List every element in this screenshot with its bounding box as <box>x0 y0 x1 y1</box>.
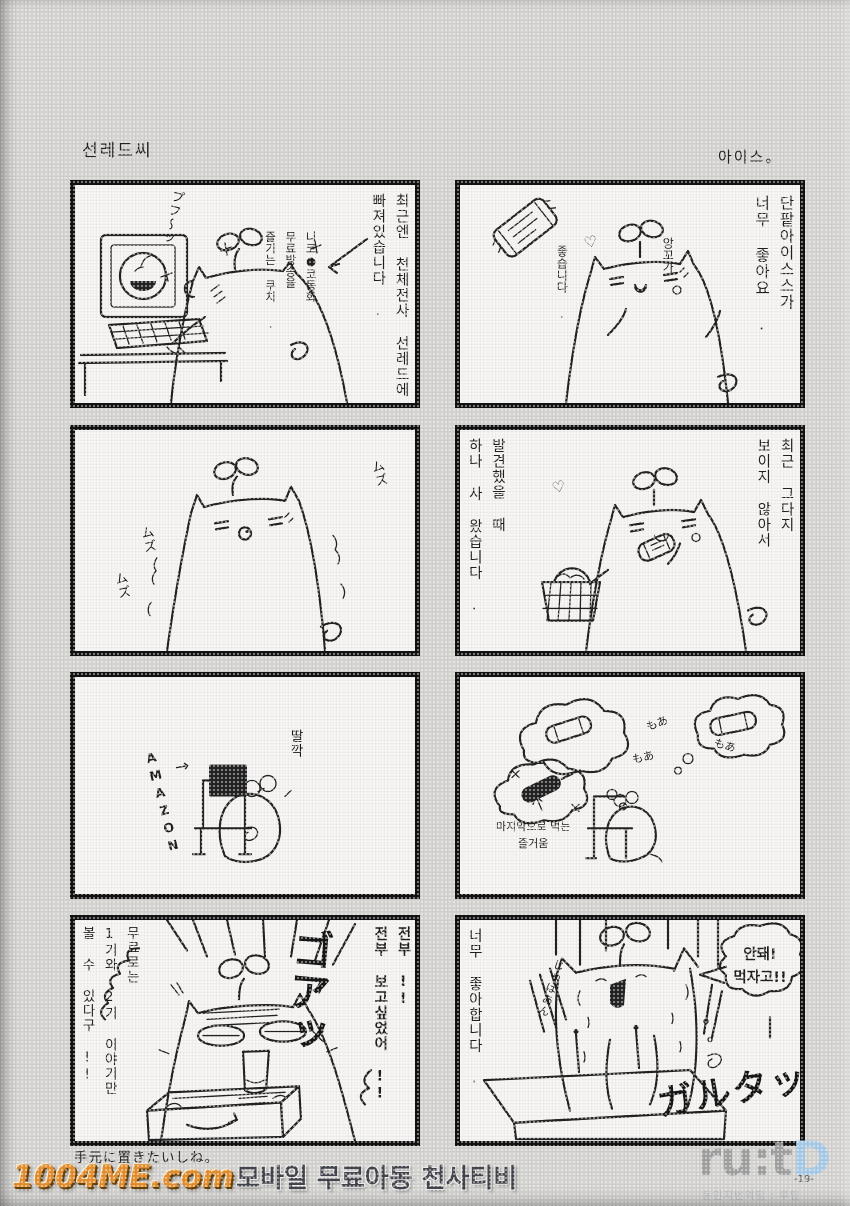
panel-3: ムズ ムズ ムズ <box>70 425 420 656</box>
panel-2-note-left: 좋습니다 . <box>554 245 569 321</box>
dragged-cat-drawing <box>552 921 722 1112</box>
computer-desk-drawing <box>77 233 229 397</box>
logo-text-gray: ru:t <box>698 1132 793 1187</box>
cat-at-desk-drawing <box>532 790 663 863</box>
speech-column: 1기와 2기 이야기만 <box>101 926 118 1096</box>
logo-suffix: -19- <box>794 1174 814 1185</box>
speech-bubble-drawing <box>698 922 800 997</box>
panel-1-note: 니코●코동화 무료방송을 즐기는 쿠치 . <box>263 231 318 331</box>
handwritten-note: 手元に置きたいしね。 <box>74 1150 219 1166</box>
panel-7-speech-right: 전부 !! 전부 보고싶었어 !! <box>372 926 411 1103</box>
speech-column: 하나 사 왔습니다 . <box>466 438 483 615</box>
speech-column: 너무 좋아요 . <box>752 195 771 335</box>
cat-drawing <box>160 227 369 403</box>
panel-2-note-right: 앙꼬가 <box>660 237 675 273</box>
panel-3-artwork <box>147 457 346 651</box>
bubble-line: 먹자고!! <box>733 970 787 987</box>
caption-line: 즐거움 <box>517 836 549 850</box>
cat-from-behind-drawing <box>218 774 292 864</box>
cat-drawing <box>564 219 738 403</box>
speech-column: 너무 좋아합니다 . <box>466 928 483 1088</box>
speech-column: 최근엔 천체전사 선레드에 <box>393 193 409 398</box>
panel-7-artwork <box>100 920 373 1141</box>
caption-line: 마지막으로 먹는 <box>496 820 571 833</box>
note-column: 니코●코동화 <box>304 231 318 303</box>
logo-subtitle: 동인지번역팀 : 루팁 <box>702 1190 801 1202</box>
panel-7: 무료로는 1기와 2기 이야기만 볼 수 있다구 !! 전부 !! 전부 보고싶… <box>70 915 420 1146</box>
note-column: 즐기는 쿠치 . <box>263 231 278 331</box>
panel-7-speech-left: 무료로는 1기와 2기 이야기만 볼 수 있다구 !! <box>79 926 140 1096</box>
speech-column: 단팥아이스스가 <box>777 195 795 311</box>
panel-2-artwork <box>492 197 738 403</box>
panel-8-bubble-text: 안돼! 먹자고!! <box>718 944 802 990</box>
panel-5-sfx: 딸깍 <box>287 729 304 758</box>
watermark-site: 1004ME.com <box>12 1159 235 1195</box>
speech-column: 전부 !! <box>395 926 411 1008</box>
panel-8-speech-left: 너무 좋아합니다 . <box>466 928 482 1088</box>
panel-1-artwork <box>77 227 369 403</box>
trembling-cat-drawing <box>147 457 346 651</box>
watermark-tagline: 모바일 무료아동 천사티비 <box>236 1164 518 1194</box>
watermark: 1004ME.com모바일 무료아동 천사티비 <box>12 1158 517 1195</box>
panel-1-speech: 최근엔 천체전사 선레드에 빠져있습니다 . <box>370 193 409 398</box>
page-title-left: 선레드씨 <box>82 141 153 161</box>
desk-chair-drawing <box>191 764 253 856</box>
panel-6-artwork <box>493 693 786 863</box>
page-title-right: 아이스。 <box>718 148 783 166</box>
panel-6: もあ もあ もあ 마지막으로 먹는 즐거움 <box>455 672 805 899</box>
ice-pack-drawing <box>492 197 558 258</box>
speech-column: 전부 보고싶었어 !! <box>371 926 388 1103</box>
cat-with-basket-drawing <box>540 467 768 651</box>
speech-column: 발견했을 때 <box>489 438 506 533</box>
panel-7-big-sfx: ゴアッ <box>276 926 337 1056</box>
panel-8-artwork <box>482 920 800 1141</box>
panel-5-artwork <box>191 764 292 864</box>
scanlation-logo: ru:tD <box>698 1132 831 1187</box>
panel-6-caption: 마지막으로 먹는 즐거움 <box>496 819 570 852</box>
speech-column: 보이지 않아서 <box>754 438 771 548</box>
bubble-line: 안돼! <box>743 947 777 963</box>
panel-1: 최근엔 천체전사 선레드에 빠져있습니다 . 니코●코동화 무료방송을 즐기는 … <box>70 180 420 408</box>
note-column: 무료방송을 <box>283 231 298 289</box>
panel-2-speech: 단팥아이스스가 너무 좋아요 . <box>752 195 795 335</box>
panel-5: AMAZON → 딸깍 <box>70 672 420 899</box>
panel-8: 너무 좋아합니다 . 안돼! 먹자고!! じゅぱあん ガルタッ <box>455 915 811 1146</box>
angry-cat-with-box-drawing <box>145 954 357 1141</box>
speech-column: 최근 그다지 <box>778 438 794 533</box>
panel-4-speech-left: 발견했을 때 하나 사 왔습니다 . <box>466 438 505 615</box>
panel-4-artwork <box>540 467 768 651</box>
slab-drawing <box>482 1024 728 1141</box>
panel-2: 단팥아이스스가 너무 좋아요 . 앙꼬가 좋습니다 . ♡ <box>455 180 805 408</box>
speech-column: 무료로는 <box>123 926 140 984</box>
panel-4: 최근 그다지 보이지 않아서 발견했을 때 하나 사 왔습니다 . ♡ <box>455 425 805 656</box>
speed-lines-drawing <box>528 920 772 1039</box>
thought-bubbles-drawing <box>493 693 786 825</box>
speech-column: 빠져있습니다 . <box>369 193 386 320</box>
panel-4-speech-right: 최근 그다지 보이지 않아서 <box>755 438 794 548</box>
logo-text-blue: D <box>791 1132 831 1187</box>
burst-background-drawing <box>100 920 373 1106</box>
speech-column: 볼 수 있다구 !! <box>79 926 96 1084</box>
